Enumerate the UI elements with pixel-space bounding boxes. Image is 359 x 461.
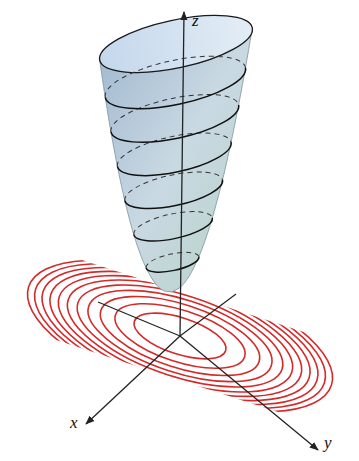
trace-front [146, 257, 201, 276]
horizontal-trace [101, 46, 250, 119]
trace-front [111, 105, 243, 152]
horizontal-trace [144, 248, 200, 275]
z-axis [180, 12, 184, 336]
paraboloid-surface [95, 4, 258, 292]
trace-front [105, 68, 250, 119]
axes [86, 294, 318, 450]
horizontal-trace [131, 206, 215, 247]
trace-front [134, 218, 215, 247]
horizontal-trace [107, 85, 243, 151]
axis-label: x [70, 414, 78, 431]
axis-label: z [192, 12, 199, 29]
trace-front [117, 142, 234, 184]
horizontal-trace [114, 125, 235, 184]
axis-label: y [324, 434, 332, 451]
trace-front [125, 180, 226, 216]
surface-rim [95, 4, 258, 83]
